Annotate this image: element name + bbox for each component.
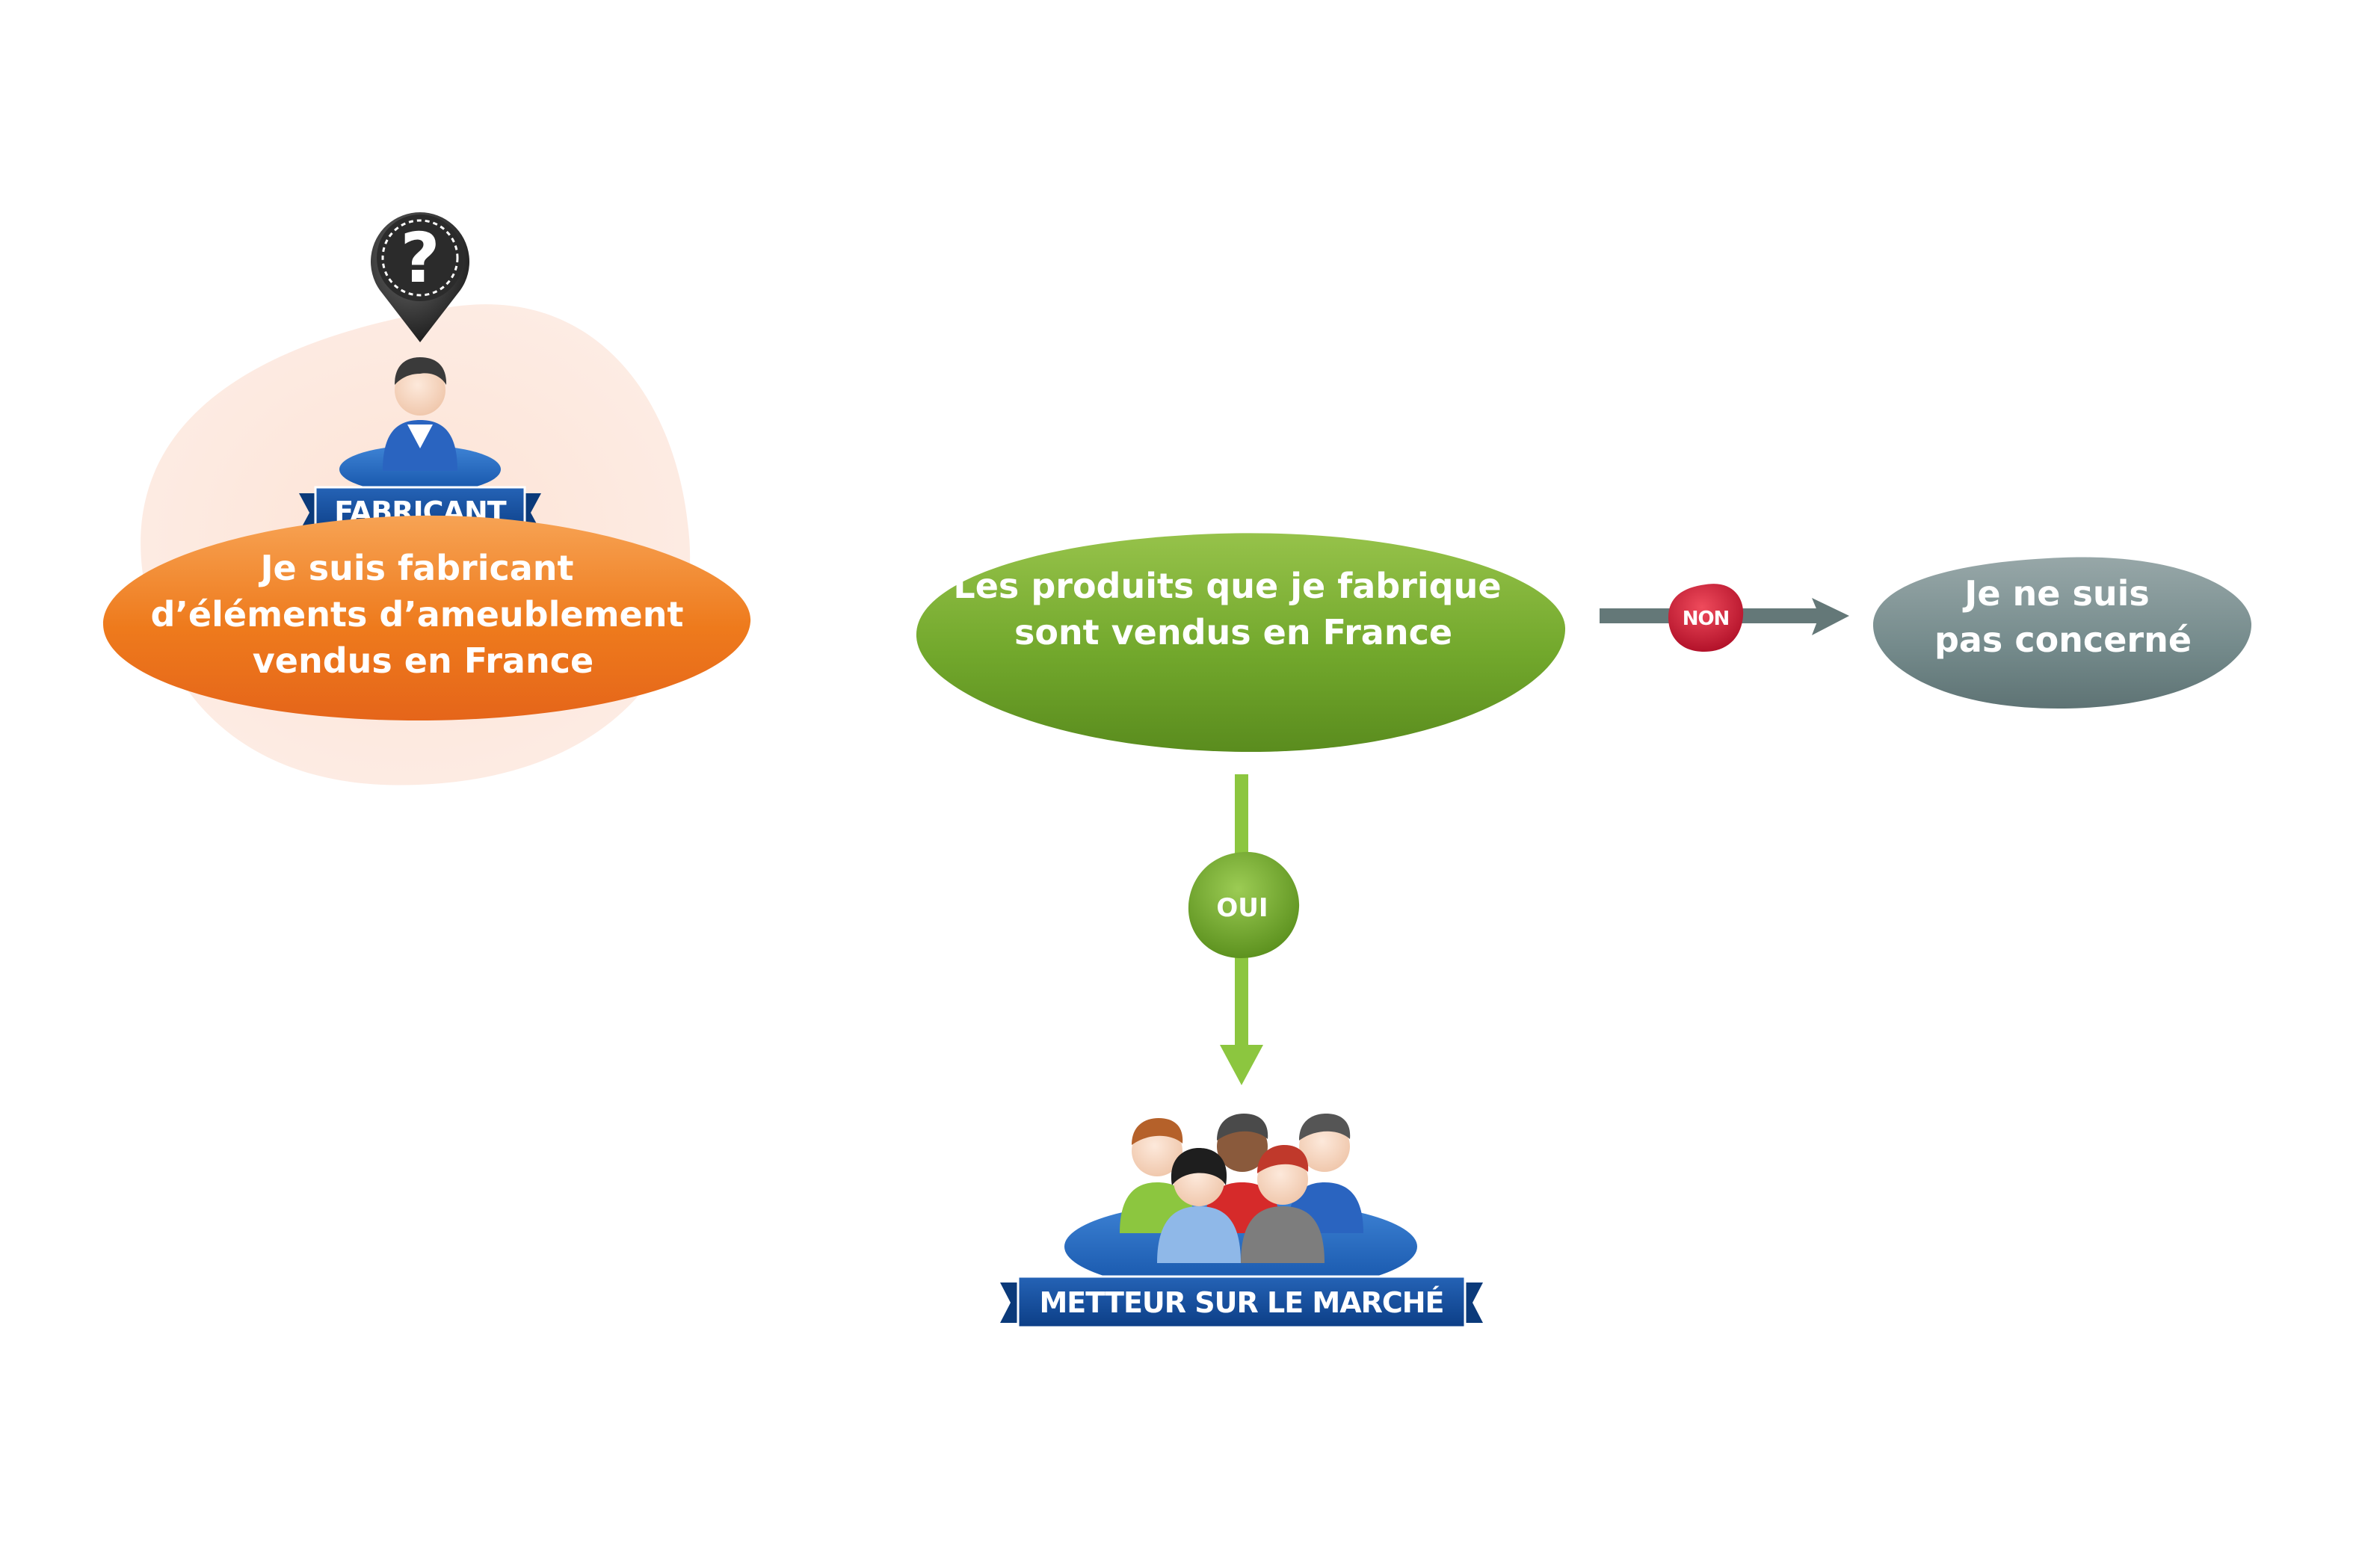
question-text-line-1: Les produits que je fabrique <box>953 566 1501 606</box>
question-mark-pin-icon: ? <box>371 212 469 342</box>
metteur-ribbon: METTEUR SUR LE MARCHÉ <box>1000 1275 1483 1329</box>
question-text: Les produits que je fabrique sont vendus… <box>953 566 1513 652</box>
not-concerned-bubble <box>1872 557 2252 709</box>
oui-badge: OUI <box>1188 851 1300 958</box>
manufacturer-person-icon <box>339 357 501 493</box>
not-concerned-text-line-1: Je ne suis <box>1962 573 2150 614</box>
non-badge: NON <box>1668 584 1744 652</box>
oui-arrow-line-top <box>1235 774 1248 864</box>
svg-text:?: ? <box>400 218 440 298</box>
fabricant-text: Je suis fabricant d’éléments d’ameubleme… <box>151 548 696 681</box>
question-node: Les produits que je fabrique sont vendus… <box>916 533 1566 752</box>
oui-edge: OUI <box>1188 774 1300 1085</box>
fabricant-text-line-1: Je suis fabricant <box>258 548 573 588</box>
not-concerned-text-line-2: pas concerné <box>1934 620 2192 660</box>
oui-label: OUI <box>1216 893 1268 923</box>
non-label: NON <box>1683 608 1730 630</box>
question-bubble <box>916 533 1566 752</box>
people-group-icon <box>1064 1114 1417 1293</box>
fabricant-node: ? FABRICANT Je suis fabricant d’éléments… <box>102 212 751 785</box>
fabricant-text-line-3: vendus en France <box>253 641 593 681</box>
non-edge: NON <box>1600 584 1849 652</box>
fabricant-text-line-2: d’éléments d’ameublement <box>151 594 684 635</box>
non-arrow-head <box>1812 598 1849 635</box>
oui-arrow-head <box>1220 1045 1263 1085</box>
oui-arrow-line-bottom <box>1235 949 1248 1049</box>
not-concerned-text: Je ne suis pas concerné <box>1934 573 2192 660</box>
question-text-line-2: sont vendus en France <box>1014 612 1452 652</box>
metteur-label: METTEUR SUR LE MARCHÉ <box>1039 1286 1443 1319</box>
fabricant-bubble <box>102 515 751 721</box>
metteur-node: METTEUR SUR LE MARCHÉ <box>1000 1114 1483 1329</box>
not-concerned-node: Je ne suis pas concerné <box>1872 557 2252 709</box>
